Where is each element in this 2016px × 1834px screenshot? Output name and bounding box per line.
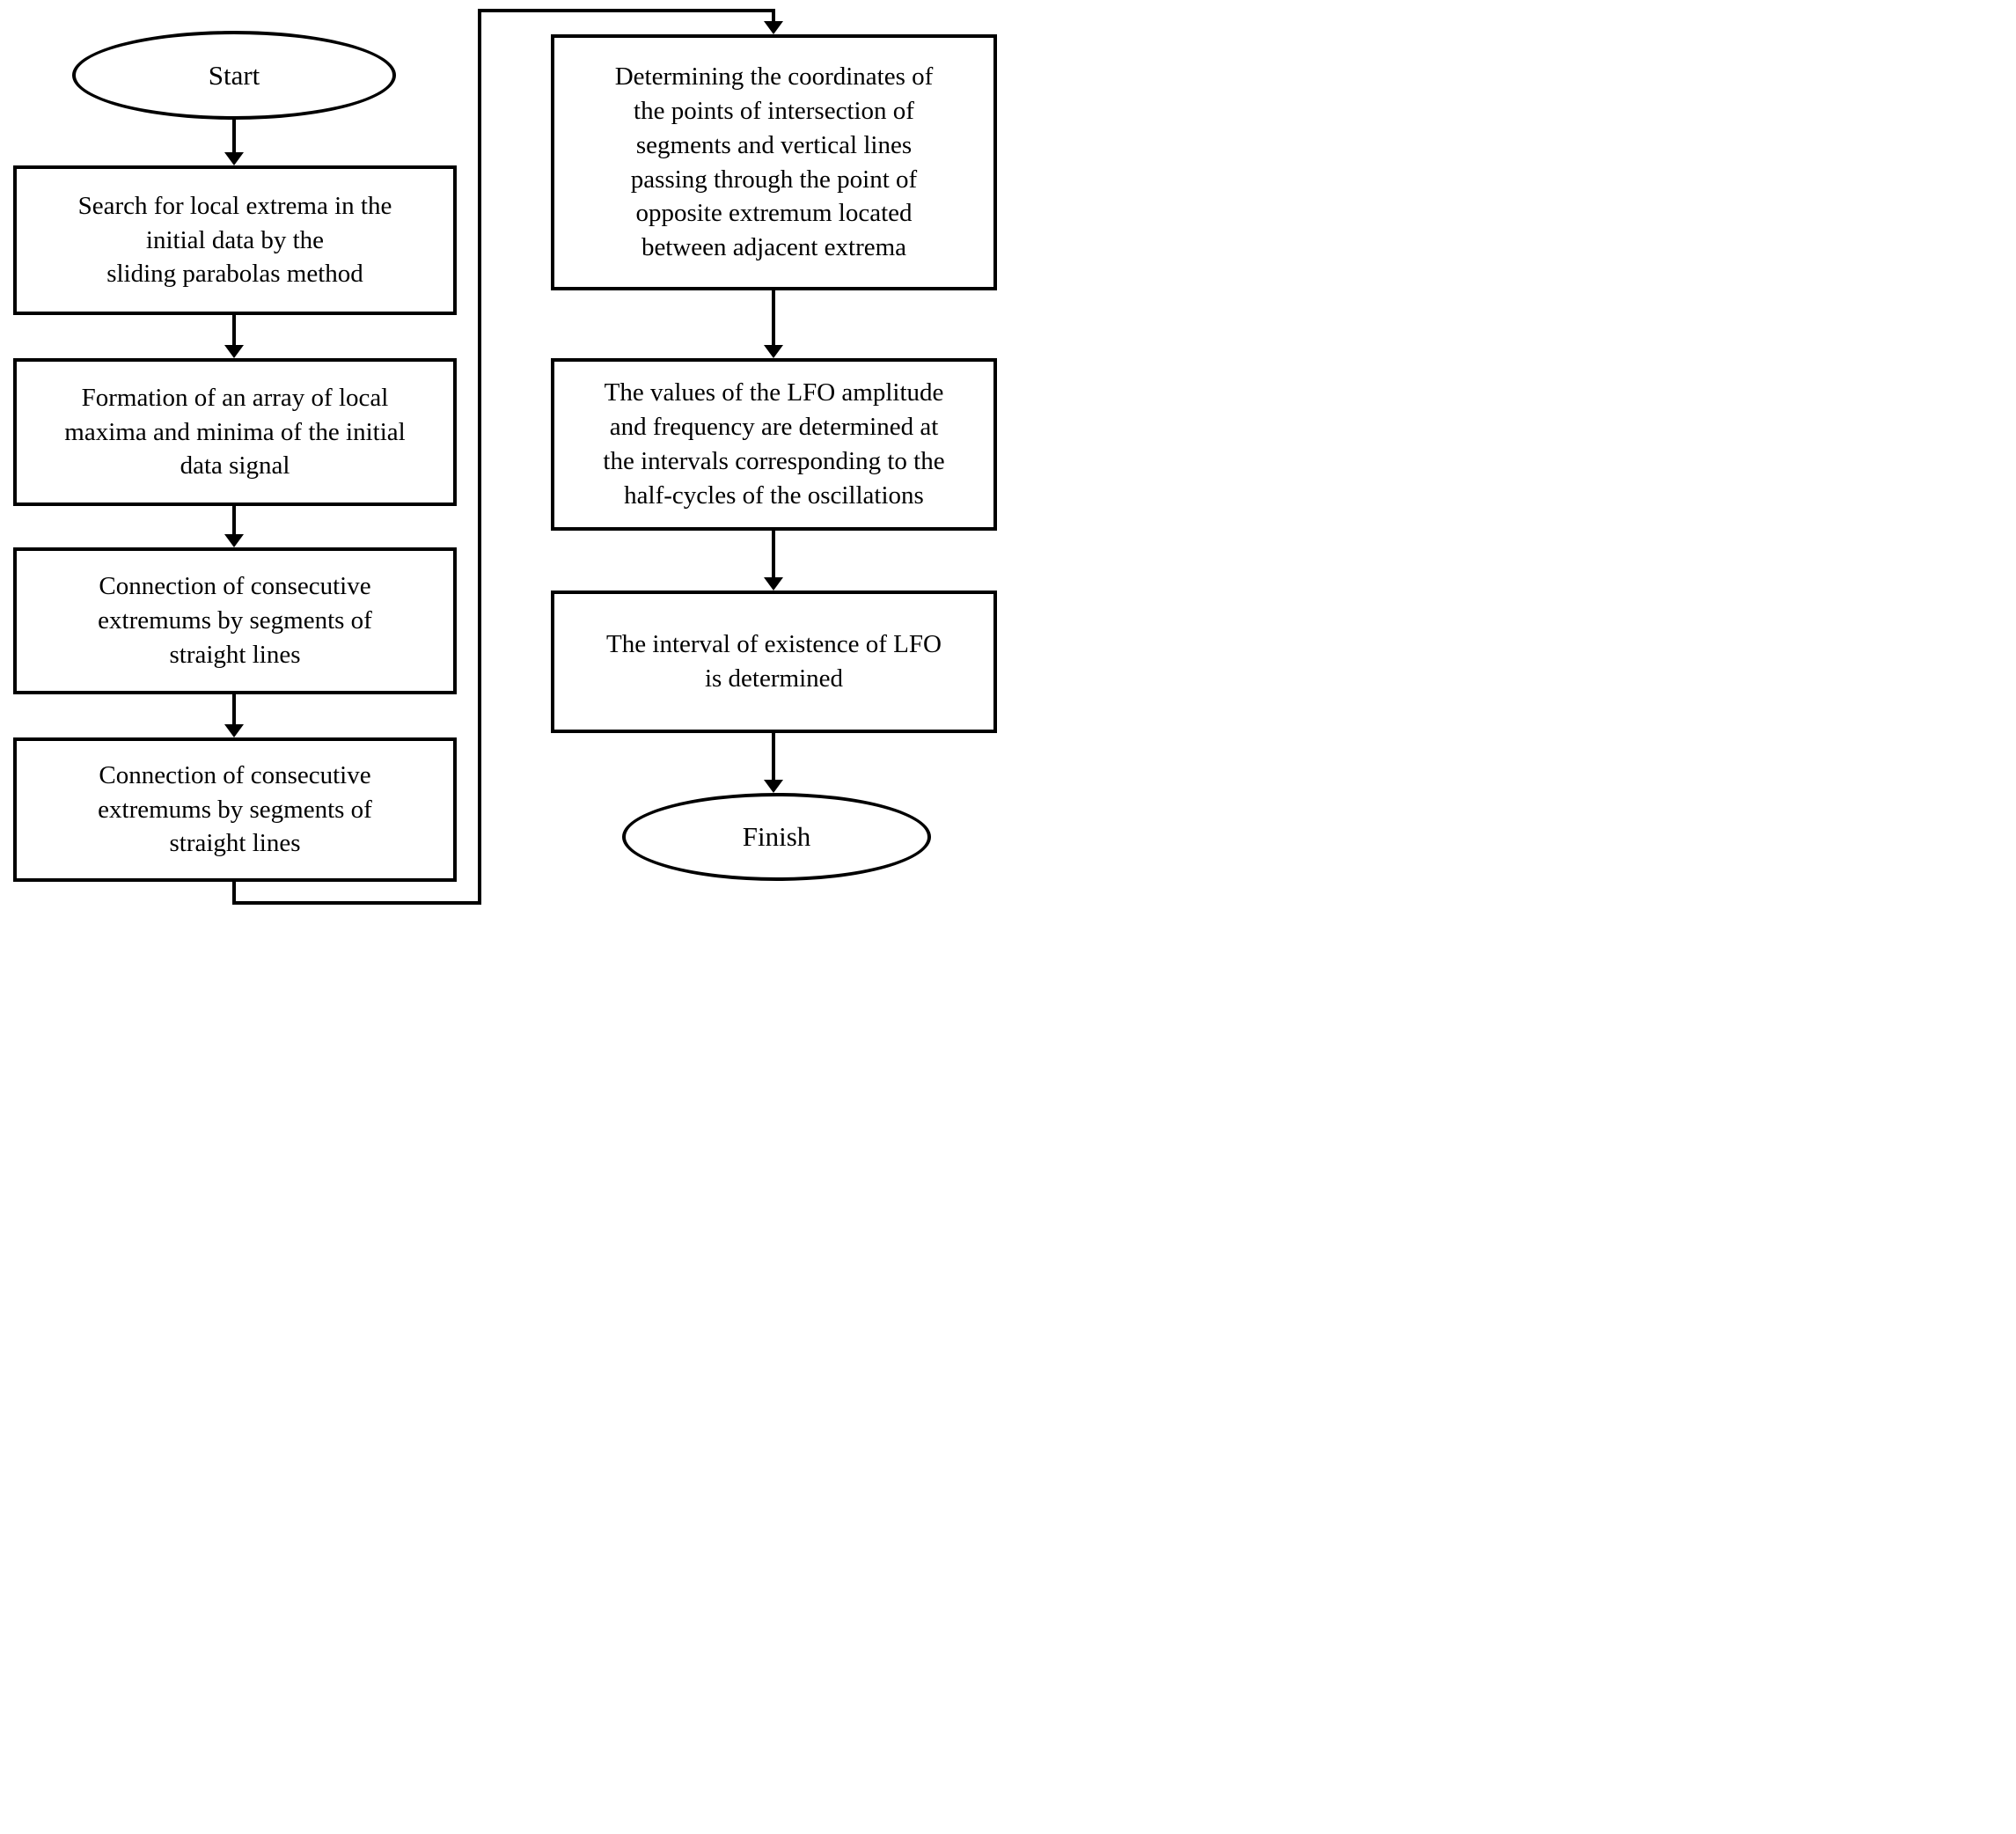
connector-left-down-segment — [232, 882, 236, 905]
arrowhead-down-icon — [224, 534, 244, 547]
flowchart-canvas: Start Search for local extrema in the in… — [0, 0, 1008, 917]
arrowhead-down-icon — [764, 21, 783, 34]
step-form-array-label: Formation of an array of local maxima an… — [64, 383, 406, 481]
start-label: Start — [208, 59, 260, 91]
arrowhead-down-icon — [224, 724, 244, 737]
arrowhead-down-icon — [224, 152, 244, 165]
step-lfo-values-label: The values of the LFO amplitude and freq… — [603, 378, 945, 510]
connector-vertical-riser-segment — [478, 9, 481, 905]
step-determine-coordinates: Determining the coordinates of the point… — [551, 34, 997, 290]
step-search-extrema: Search for local extrema in the initial … — [13, 165, 457, 315]
arrowhead-down-icon — [224, 345, 244, 358]
arrow-values-to-interval-shaft — [772, 531, 775, 577]
arrow-coordinates-to-values-shaft — [772, 290, 775, 345]
arrowhead-down-icon — [764, 345, 783, 358]
arrowhead-down-icon — [764, 780, 783, 793]
arrowhead-down-icon — [764, 577, 783, 591]
arrow-search-to-array-shaft — [232, 315, 236, 346]
connector-right-drop-segment — [772, 9, 775, 21]
finish-label: Finish — [742, 821, 811, 853]
step-connect-extremums-2-label: Connection of consecutive extremums by s… — [98, 760, 372, 858]
start-terminator: Start — [72, 31, 396, 120]
step-connect-extremums-1-label: Connection of consecutive extremums by s… — [98, 572, 372, 669]
step-connect-extremums-2: Connection of consecutive extremums by s… — [13, 737, 457, 882]
arrow-array-to-connect1-shaft — [232, 506, 236, 535]
connector-top-horizontal-segment — [478, 9, 775, 12]
step-lfo-interval-label: The interval of existence of LFO is dete… — [606, 630, 942, 693]
finish-terminator: Finish — [622, 793, 931, 881]
step-lfo-values: The values of the LFO amplitude and freq… — [551, 358, 997, 531]
arrow-interval-to-finish-shaft — [772, 733, 775, 780]
step-search-extrema-label: Search for local extrema in the initial … — [77, 191, 392, 289]
arrow-start-to-search-shaft — [232, 120, 236, 154]
arrow-connect1-to-connect2-shaft — [232, 694, 236, 725]
step-determine-coordinates-label: Determining the coordinates of the point… — [614, 62, 934, 262]
step-connect-extremums-1: Connection of consecutive extremums by s… — [13, 547, 457, 694]
connector-bottom-horizontal-segment — [232, 901, 481, 905]
step-lfo-interval: The interval of existence of LFO is dete… — [551, 591, 997, 733]
step-form-array: Formation of an array of local maxima an… — [13, 358, 457, 506]
